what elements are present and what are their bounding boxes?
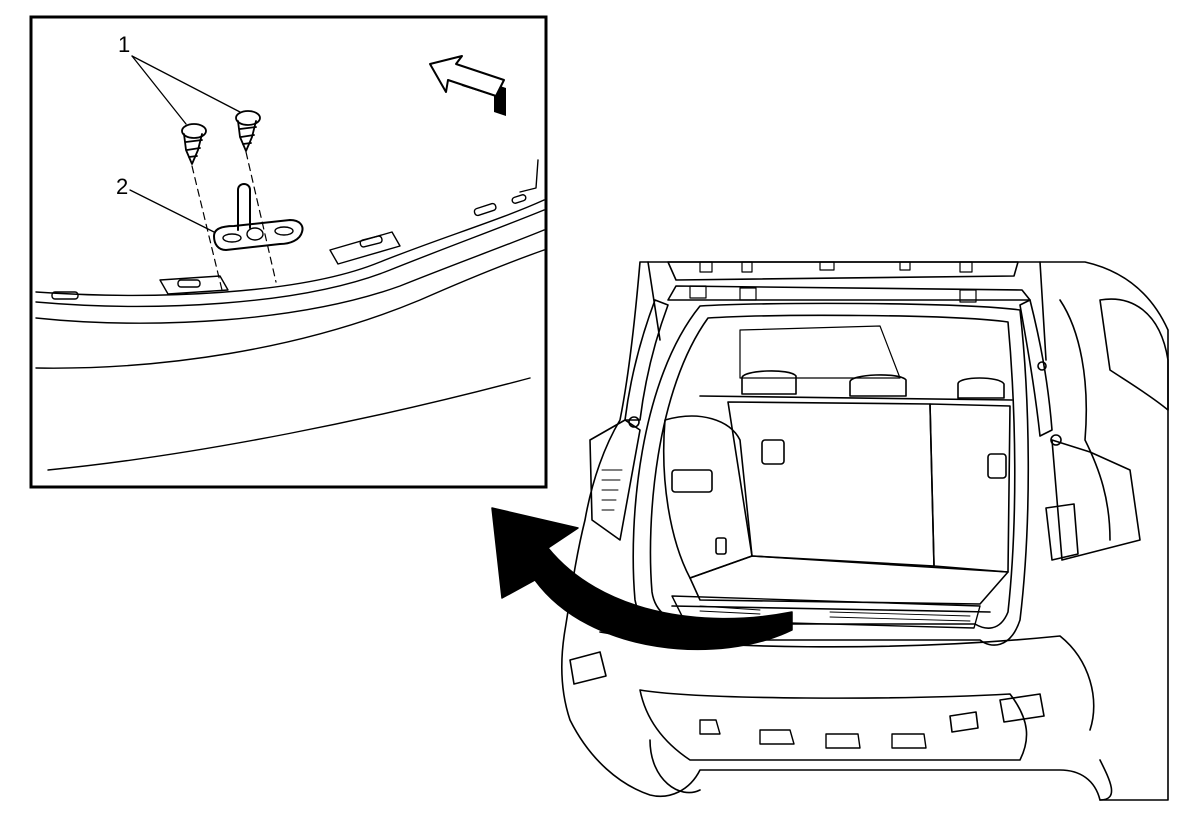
cargo-floor [689,555,1009,605]
screw-right [235,110,261,152]
retainer-hole-left [222,233,242,243]
bolt-right [1050,434,1062,446]
sill-lower-edge [35,229,545,324]
right-rear-tire [1099,759,1113,801]
inset-frame [29,15,548,489]
sill-top-edge [35,199,545,297]
trim-slot-3 [359,235,383,248]
bumper-right-reflector [999,693,1045,723]
bumper-lower-line [47,377,531,471]
sill-plate-ribs [699,605,971,622]
right-tail-lamp-lens [1045,503,1079,561]
trim-slot-2 [177,279,201,288]
rear-seat-headrest-right [849,374,907,397]
trim-slot-1 [51,291,79,300]
left-cargo-trim-panel [662,415,753,579]
sill-mid-edge [35,209,545,308]
left-tail-lamp [589,419,641,541]
right-d-pillar [1019,299,1053,437]
seat-latch-left [761,439,785,465]
trim-slot-4 [473,202,497,217]
rear-seat-headrest-far-right [957,377,1005,399]
cargo-opening-frame [632,302,1030,646]
inset-content [35,55,545,471]
rear-seat-back-small [929,403,1011,573]
retainer-center-boss [246,227,264,241]
bolt-left [628,416,640,428]
screw-left [181,123,207,165]
liftgate-hinges [689,261,977,303]
bumper-left-reflector [569,651,607,685]
bumper-reflector-notches [699,719,927,749]
callout-label-retainer: 2 [116,174,128,199]
left-trim-handle [671,469,713,493]
vehicle-rear-view [560,261,1169,801]
rear-sill-plate [671,595,981,629]
rear-window-glass [739,325,901,379]
removal-direction-arrow-icon [491,507,793,651]
callout-leaders [129,55,241,233]
left-tail-lamp-lens-ribs [601,469,623,511]
bolt-upper-right [1037,361,1047,371]
right-body-side [1059,299,1111,541]
retainer-pin [237,183,251,231]
rear-seat-back-large [727,401,935,567]
rear-bumper-lower [639,689,1028,761]
retainer-clip [213,219,304,251]
bumper-far-right-reflector [949,711,979,733]
liftgate-strut-right [1039,261,1047,361]
liftgate-panel [667,261,1019,281]
left-rear-tire [649,739,701,794]
cargo-opening-inner [649,314,1016,629]
callout-label-screws: 1 [118,32,130,57]
detail-inset: 1 2 [29,15,548,489]
vehicle-body-outline [560,261,1169,801]
retainer-hole-right [274,226,294,236]
bumper-surface-line [35,249,545,369]
left-trim-latch [715,537,727,555]
rear-seat-headrest-left [741,370,797,395]
trim-corner [519,159,539,193]
arrow-up-left-icon [429,55,506,116]
trim-slot-5 [511,194,527,204]
cargo-floor-front-edge [671,605,991,613]
left-d-pillar [624,299,669,421]
trim-raised-step-left [159,275,229,295]
right-quarter-window [1099,298,1169,411]
rear-seat-top-edge [699,395,1013,401]
right-tail-lamp [1051,439,1141,561]
seat-latch-right [987,453,1007,479]
